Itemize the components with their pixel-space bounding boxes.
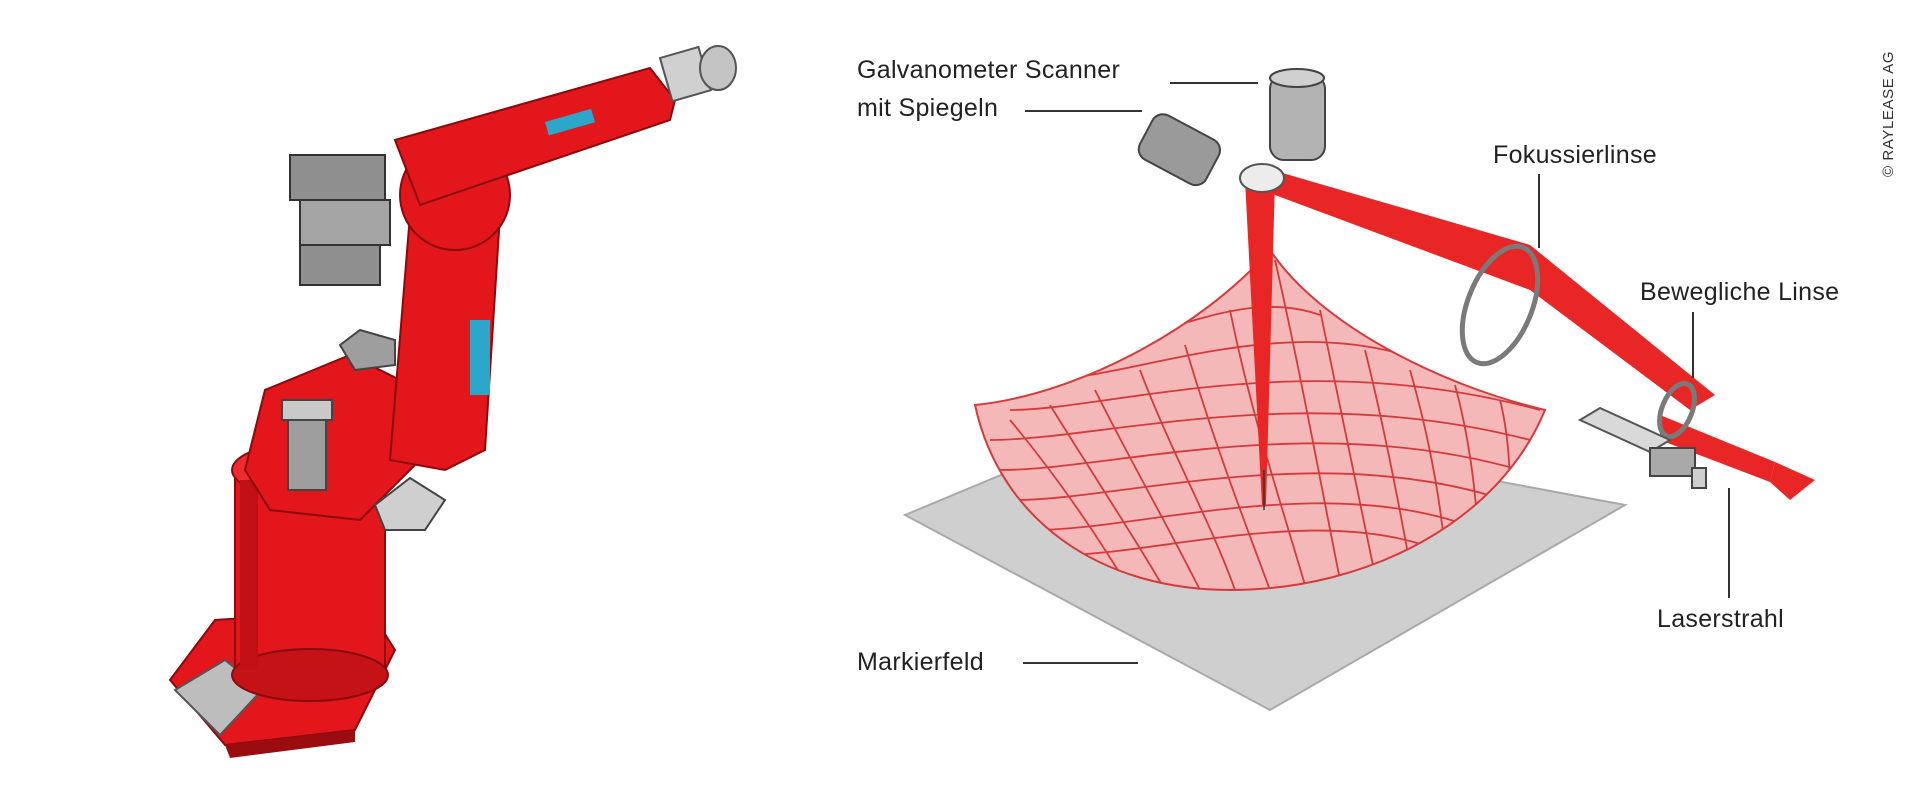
label-bewegliche-linse: Bewegliche Linse xyxy=(1640,277,1839,307)
label-galvanometer-scanner: Galvanometer Scanner xyxy=(857,55,1120,85)
leader-laser-beam xyxy=(1728,488,1730,598)
label-laserstrahl: Laserstrahl xyxy=(1657,604,1784,634)
leader-focus-lens xyxy=(1538,174,1540,248)
leader-movable-lens xyxy=(1692,312,1694,378)
leader-scanner-1 xyxy=(1170,82,1258,84)
copyright-credit: © RAYLEASE AG xyxy=(1880,51,1897,177)
label-markierfeld: Markierfeld xyxy=(857,647,984,677)
galvo-motor-2 xyxy=(1270,69,1325,160)
leader-scanner-2 xyxy=(1025,110,1142,112)
galvo-motor-1 xyxy=(1135,110,1225,189)
label-fokussierlinse: Fokussierlinse xyxy=(1493,140,1657,170)
label-mit-spiegeln: mit Spiegeln xyxy=(857,93,998,123)
leader-marking-field xyxy=(1023,662,1138,664)
scanner-mirror xyxy=(1240,164,1284,192)
